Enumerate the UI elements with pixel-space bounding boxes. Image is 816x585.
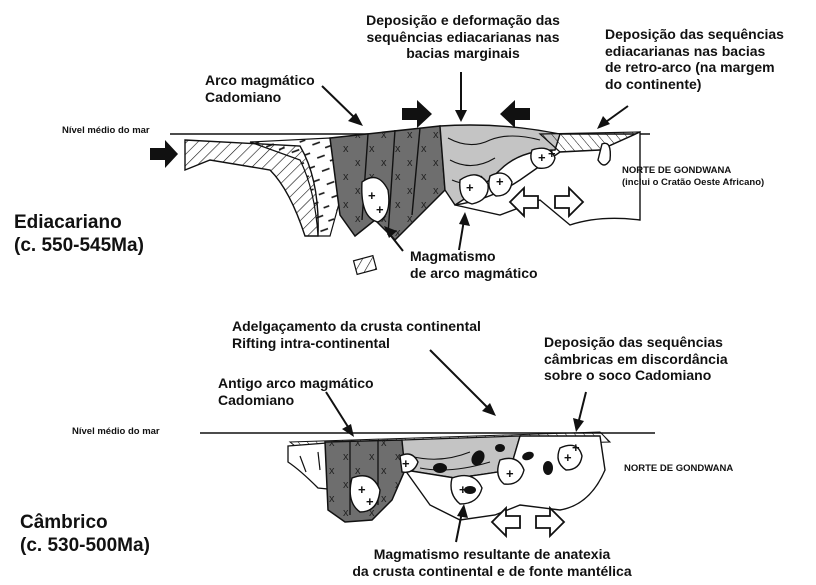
convergence-arrow-center-right xyxy=(402,100,432,128)
svg-text:+: + xyxy=(572,440,580,455)
svg-text:+: + xyxy=(496,174,504,189)
ediacaran-period-label: Ediacariano (c. 550-545Ma) xyxy=(14,212,144,258)
arc-label: Arco magmático Cadomiano xyxy=(205,72,315,105)
cambrian-deposition-label: Deposição das sequências câmbricas em di… xyxy=(544,334,728,384)
backarc-label-line-2: ediacarianas nas bacias xyxy=(605,43,784,60)
deformation-label: Deposição e deformação das sequências ed… xyxy=(338,12,588,62)
deformation-label-line-3: bacias marginais xyxy=(338,45,588,62)
svg-text:+: + xyxy=(368,188,376,203)
svg-text:+: + xyxy=(548,146,556,161)
old-arc-label: Antigo arco magmático Cadomiano xyxy=(218,375,374,408)
arc-magmatism-line-1: Magmatismo xyxy=(410,248,538,265)
deformation-label-line-1: Deposição e deformação das xyxy=(338,12,588,29)
cambrian-deposition-line-1: Deposição das sequências xyxy=(544,334,728,351)
cambrian-period-label: Câmbrico (c. 530-500Ma) xyxy=(20,512,150,558)
cambrian-period-name: Câmbrico xyxy=(20,512,150,535)
svg-text:+: + xyxy=(564,450,572,465)
anatexis-line-1: Magmatismo resultante de anatexia xyxy=(322,546,662,563)
detached-block xyxy=(354,256,377,275)
arc-label-line-2: Cadomiano xyxy=(205,89,315,106)
svg-text:+: + xyxy=(366,494,374,509)
deformation-label-line-2: sequências ediacarianas nas xyxy=(338,29,588,46)
extension-arrow-right-2 xyxy=(536,508,564,536)
cambrian-period-age: (c. 530-500Ma) xyxy=(20,535,150,558)
rifting-label-line-2: Rifting intra-continental xyxy=(232,335,481,352)
ediacaran-period-name: Ediacariano xyxy=(14,212,144,235)
backarc-label-line-1: Deposição das sequências xyxy=(605,26,784,43)
convergence-arrow-left xyxy=(150,140,178,168)
convergence-arrow-center-left xyxy=(500,100,530,128)
continent-name-1: NORTE DE GONDWANA xyxy=(622,165,764,177)
svg-text:+: + xyxy=(506,466,514,481)
svg-text:+: + xyxy=(538,150,546,165)
svg-text:+: + xyxy=(466,180,474,195)
cambrian-deposition-line-3: sobre o soco Cadomiano xyxy=(544,367,728,384)
svg-text:+: + xyxy=(376,202,384,217)
svg-text:+: + xyxy=(459,482,467,497)
anatexis-magmatism-label: Magmatismo resultante de anatexia da cru… xyxy=(322,546,662,579)
backarc-label-line-4: do continente) xyxy=(605,76,784,93)
arc-magmatism-label: Magmatismo de arco magmático xyxy=(410,248,538,281)
ediacaran-period-age: (c. 550-545Ma) xyxy=(14,235,144,258)
sea-level-label-1: Nível médio do mar xyxy=(62,125,150,137)
rifting-label: Adelgaçamento da crusta continental Rift… xyxy=(232,318,481,351)
svg-text:+: + xyxy=(358,482,366,497)
continent-label-1: NORTE DE GONDWANA (inclui o Cratão Oeste… xyxy=(622,165,764,189)
old-arc-label-line-2: Cadomiano xyxy=(218,392,374,409)
continent-label-2: NORTE DE GONDWANA xyxy=(624,463,733,475)
backarc-label: Deposição das sequências ediacarianas na… xyxy=(605,26,784,92)
arc-magmatism-line-2: de arco magmático xyxy=(410,265,538,282)
old-arc-label-line-1: Antigo arco magmático xyxy=(218,375,374,392)
anatexis-line-2: da crusta continental e de fonte mantéli… xyxy=(322,563,662,580)
sea-level-label-2: Nível médio do mar xyxy=(72,426,160,438)
rifting-label-line-1: Adelgaçamento da crusta continental xyxy=(232,318,481,335)
arc-label-line-1: Arco magmático xyxy=(205,72,315,89)
arc-x-pattern xyxy=(330,126,445,240)
cambrian-deposition-line-2: câmbricas em discordância xyxy=(544,351,728,368)
continent-note: (inclui o Cratão Oeste Africano) xyxy=(622,177,764,189)
svg-text:+: + xyxy=(402,456,410,471)
backarc-label-line-3: de retro-arco (na margem xyxy=(605,59,784,76)
